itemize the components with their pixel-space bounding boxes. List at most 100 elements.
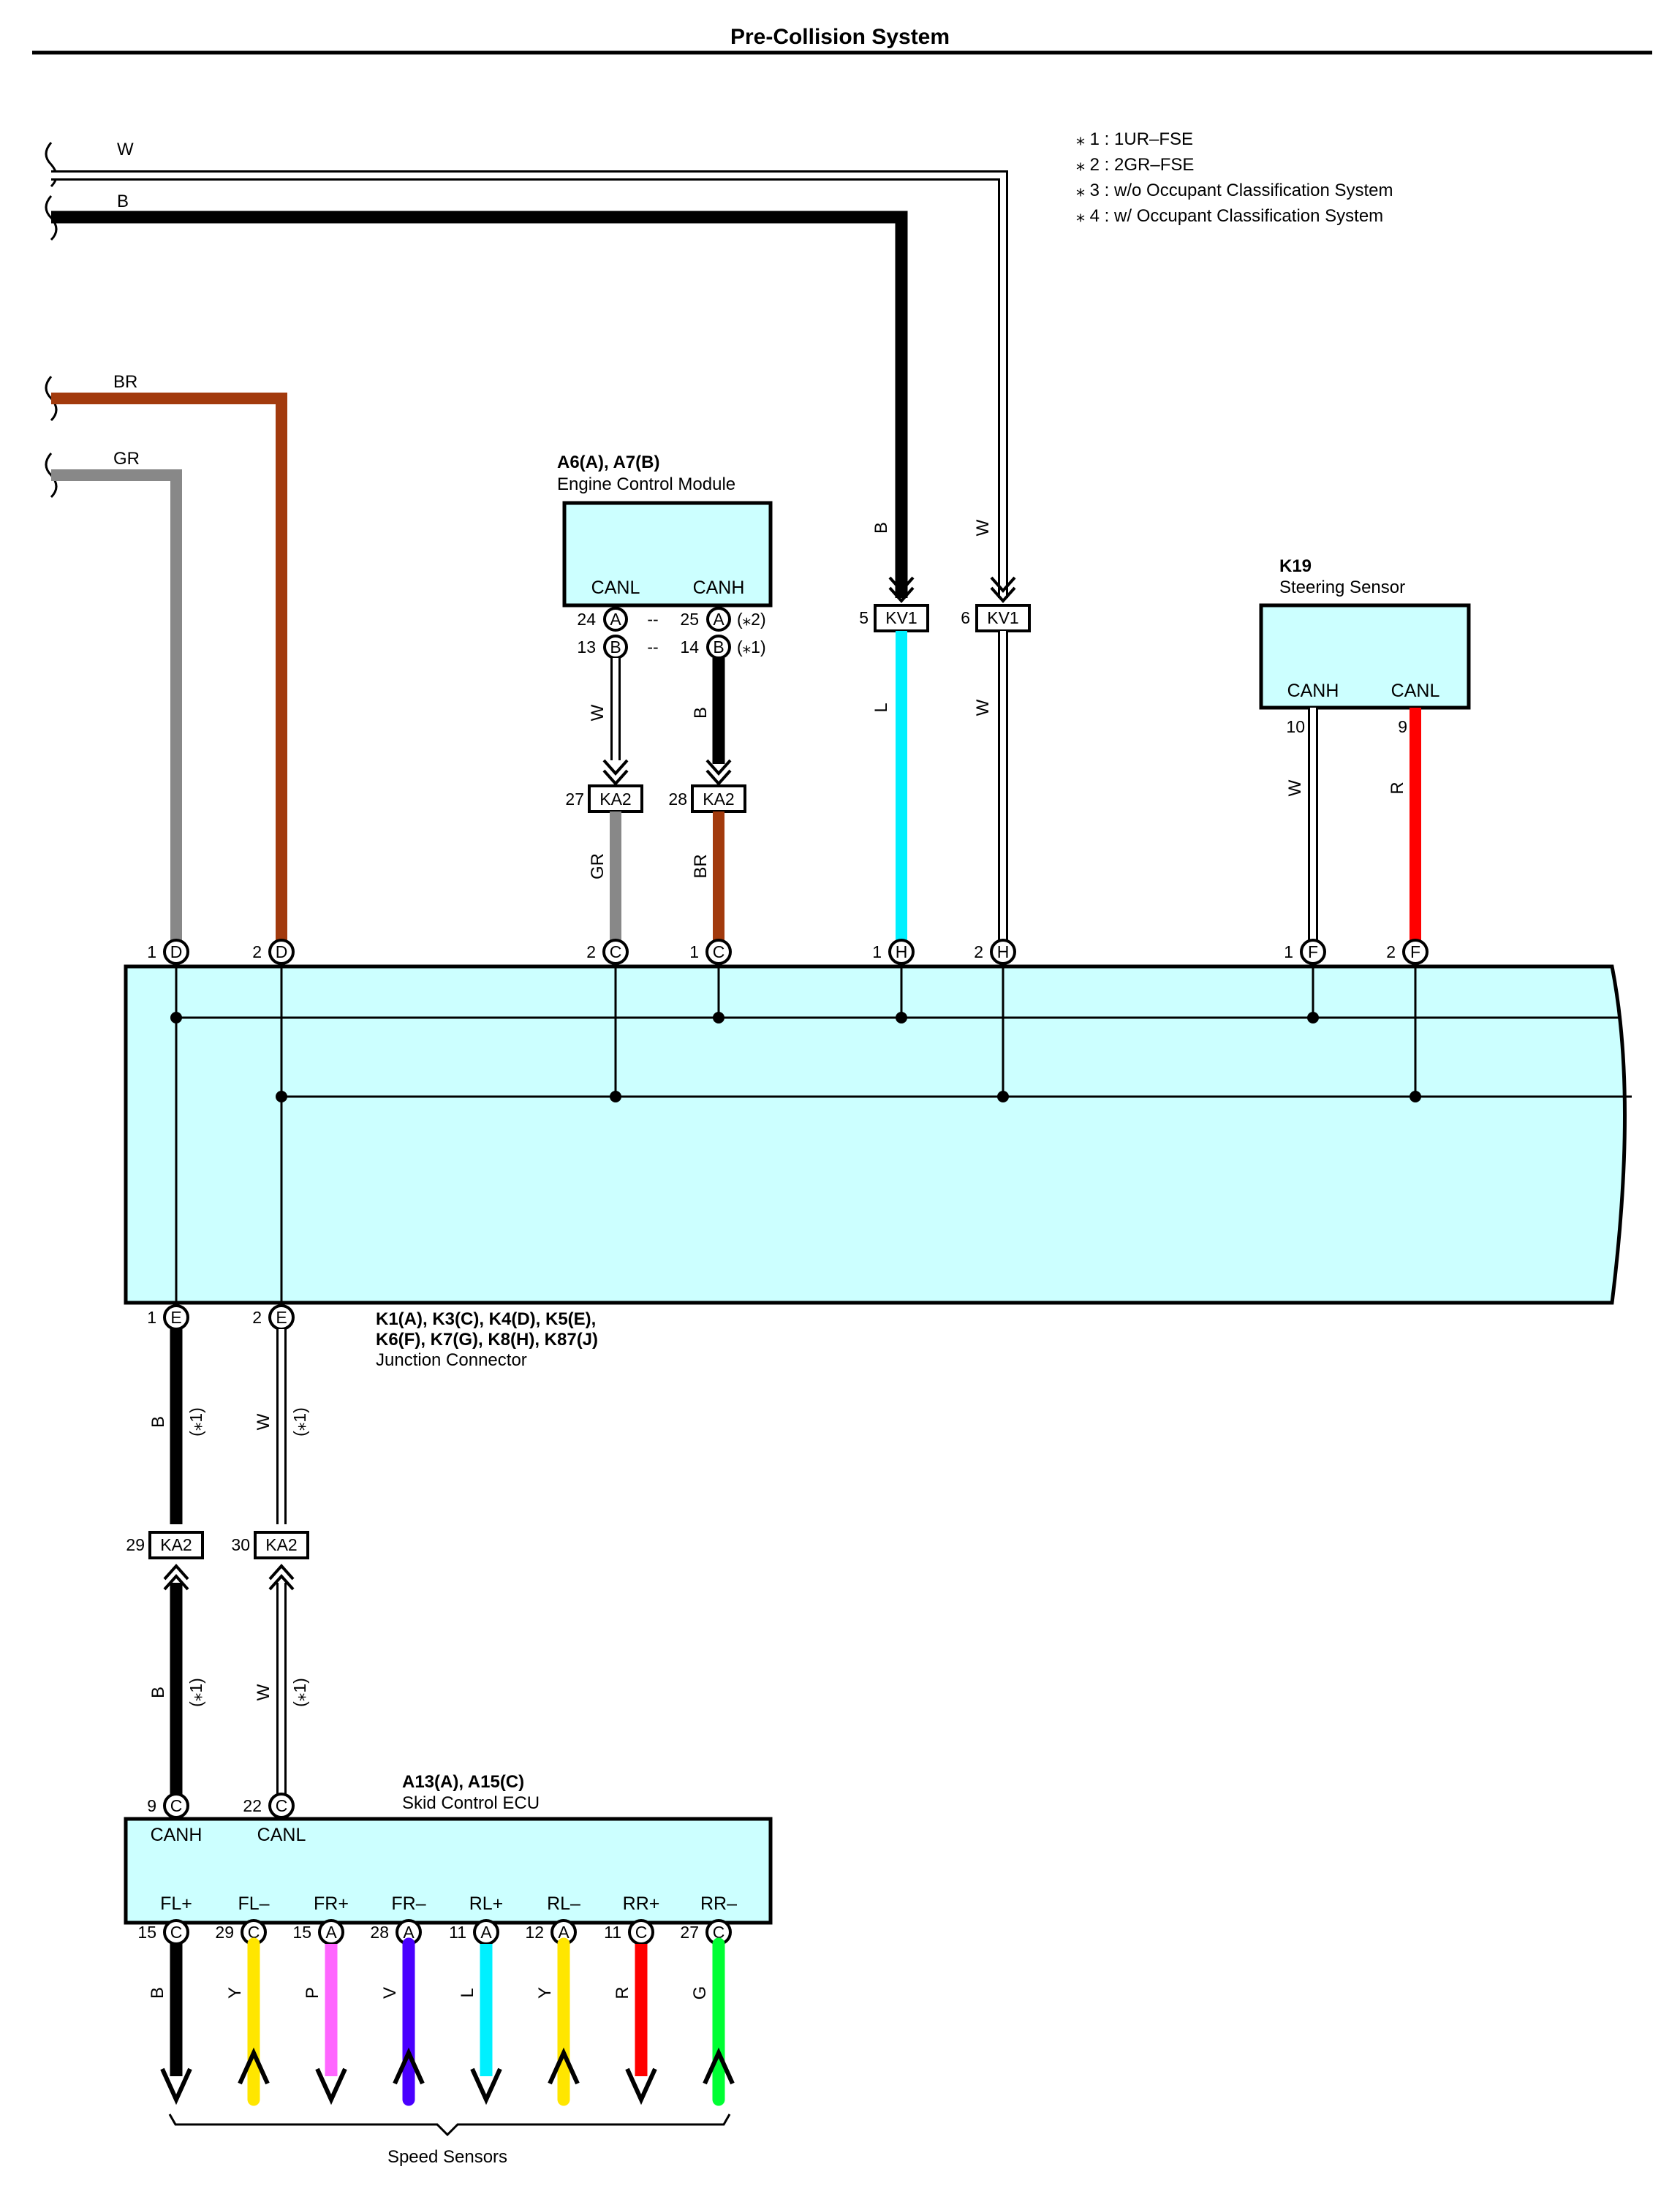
sensor-pin-num: 29: [215, 1923, 234, 1942]
junction-pin-letter: E: [170, 1308, 181, 1327]
wire-label-w-lower-1: W: [254, 1413, 273, 1430]
sensor-arrow: [315, 2067, 347, 2105]
wire-label-b-top: B: [117, 192, 129, 211]
kv1-pin-6: 6: [961, 608, 970, 627]
sensor-label: RL+: [469, 1893, 504, 1914]
junction-pin-num: 1: [872, 942, 882, 961]
ecm-pin-24: 24: [577, 610, 596, 629]
sensor-label: RL–: [547, 1893, 580, 1914]
sensor-arrow: [548, 2047, 580, 2085]
ka2-29-arrow: [163, 1563, 189, 1591]
sensor-pin-letter: A: [558, 1923, 570, 1942]
wire-label-w-top: W: [117, 140, 134, 159]
steering-id: K19: [1279, 556, 1312, 576]
wire-label-br: BR: [113, 372, 137, 392]
note-2: ⁎ 2 : 2GR–FSE: [1076, 155, 1194, 175]
junction-pin-num: 1: [147, 942, 156, 961]
ka2-pin-28: 28: [668, 790, 687, 809]
sensor-pin-num: 11: [449, 1923, 466, 1942]
junction-pin-letter: H: [997, 942, 1010, 961]
skid-canh-label: CANH: [151, 1825, 203, 1845]
ecm-pin-dash: --: [647, 610, 658, 629]
kv1-pin-5: 5: [859, 608, 869, 627]
skid-id: A13(A), A15(C): [402, 1772, 524, 1792]
steering-pin-10: 10: [1286, 717, 1305, 736]
junction-pin-num: 2: [586, 942, 596, 961]
sensor-arrow: [625, 2067, 657, 2105]
sensor-label: FL+: [160, 1893, 192, 1914]
ecm-box: [562, 501, 773, 608]
ka2-connector-29: [148, 1531, 204, 1559]
ecm-canl-label: CANL: [591, 578, 640, 598]
junction-pin-letter: C: [713, 942, 725, 961]
skid-sensors: FL+ 15 C B FL– 29 C Y FR+ 15 A P FR– 28 …: [137, 1893, 737, 2106]
sensor-wire-label: V: [380, 1987, 400, 1999]
junction-pin-num: 1: [1284, 942, 1293, 961]
ka2-pin-30: 30: [231, 1535, 250, 1554]
ecm-pins: 24 A -- 25 A (⁎2) 13 B -- 14 B (⁎1): [577, 607, 766, 659]
sensor-pin-num: 27: [680, 1923, 699, 1942]
wire-label-steering-canh: W: [1285, 779, 1305, 796]
wire-label-kv1-left-in: B: [871, 522, 891, 534]
wire-label-w-lower-2: W: [254, 1684, 273, 1700]
skid-can-pin-letter: C: [276, 1796, 288, 1815]
sensor-wire-label: Y: [225, 1987, 245, 1999]
sensor-pin-num: 15: [137, 1923, 156, 1942]
sensor-pin-num: 28: [370, 1923, 389, 1942]
ka2-30-arrow: [268, 1563, 295, 1591]
note-3: ⁎ 3 : w/o Occupant Classification System: [1076, 181, 1393, 200]
sensor-label: FR+: [314, 1893, 349, 1914]
ecm-pin-dash: --: [647, 637, 658, 656]
page-title: Pre-Collision System: [730, 25, 950, 49]
wire-note-w-lower-1: (⁎1): [290, 1407, 309, 1437]
ecm-pin-14: 14: [680, 637, 699, 656]
sensor-pin-num: 12: [525, 1923, 544, 1942]
sensor-pin-letter: C: [713, 1923, 725, 1942]
sensor-label: FL–: [238, 1893, 269, 1914]
skid-name: Skid Control ECU: [402, 1793, 540, 1813]
ecm-pin-25: 25: [680, 610, 699, 629]
junction-pin-letter: D: [276, 942, 288, 961]
ecm-canh-label: CANH: [693, 578, 745, 598]
sensor-label: RR+: [623, 1893, 660, 1914]
break-marks: [45, 142, 58, 499]
note-1: ⁎ 1 : 1UR–FSE: [1076, 129, 1193, 149]
speed-sensors-bracket: [168, 2114, 731, 2137]
ecm-name: Engine Control Module: [557, 474, 735, 494]
ka2-name-29: KA2: [160, 1535, 192, 1554]
wire-label-ecm-canh: B: [691, 707, 711, 719]
wire-label-br-junction: BR: [691, 854, 711, 878]
wire-note-b-lower-1: (⁎1): [186, 1407, 205, 1437]
sensor-pin-num: 11: [604, 1923, 621, 1942]
sensor-pin-letter: C: [635, 1923, 648, 1942]
sensor-pin-letter: A: [480, 1923, 492, 1942]
junction-pin-num: 1: [689, 942, 699, 961]
wire-br-left: [51, 393, 287, 952]
ecm-pin-note: (⁎1): [737, 637, 766, 656]
junction-pin-letter: C: [610, 942, 622, 961]
ecm-pin-letter: A: [610, 610, 621, 629]
junction-top-pins: 1 D 2 D 2 C 1 C 1 H 2 H 1 F 2 F: [147, 939, 1429, 965]
wire-label-kv1-right-out: W: [973, 699, 993, 716]
junction-pin-letter: E: [276, 1308, 287, 1327]
skid-box: [124, 1817, 773, 1925]
sensor-wire-label: R: [613, 1986, 632, 1999]
wire-note-b-lower-2: (⁎1): [186, 1678, 205, 1707]
wire-label-gr-junction: GR: [588, 853, 608, 879]
ka2-name-28: KA2: [703, 790, 734, 809]
ecm-pin-letter: B: [713, 637, 724, 656]
sensor-wire-label: Y: [535, 1987, 555, 1999]
junction-bottom-pins: 1 E 2 E: [147, 1304, 295, 1331]
ecm-pin-note: (⁎2): [737, 610, 766, 629]
wire-note-w-lower-2: (⁎1): [290, 1678, 309, 1707]
junction-pin-letter: F: [1410, 942, 1420, 961]
sensor-pin-num: 15: [292, 1923, 311, 1942]
wire-label-kv1-right-in: W: [973, 519, 993, 536]
junction-ids-line1: K1(A), K3(C), K4(D), K5(E),: [376, 1309, 596, 1329]
junction-pin-num: 1: [147, 1308, 156, 1327]
wire-label-b-lower-1: B: [148, 1416, 168, 1428]
steering-pin-9: 9: [1398, 717, 1407, 736]
wire-w-top: [51, 170, 1008, 598]
kv1-name-5: KV1: [885, 608, 917, 627]
